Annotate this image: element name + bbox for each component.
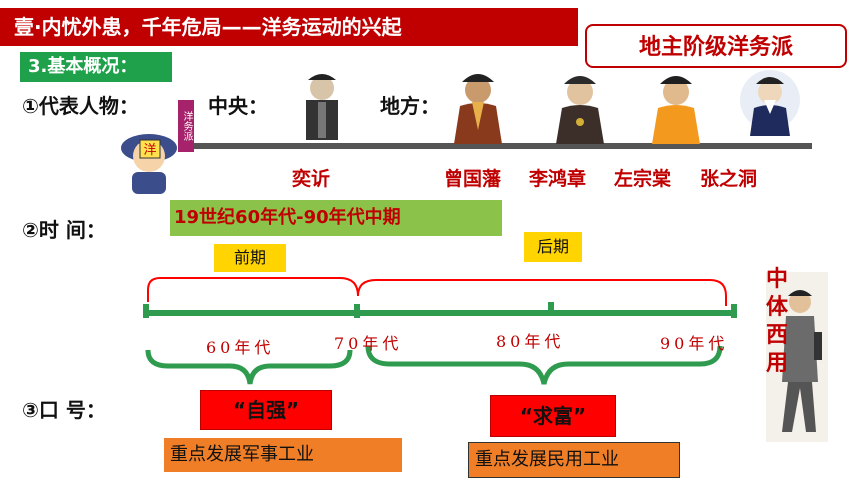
late-period-tag: 后期 <box>524 232 582 262</box>
decade-80: 80年代 <box>496 332 565 351</box>
timeline-axis <box>145 310 737 316</box>
page-title: 壹·内忧外患，千年危局——洋务运动的兴起 <box>14 15 402 39</box>
central-label: 中央： <box>208 94 268 118</box>
name-zhang: 张之洞 <box>700 168 758 190</box>
category-badge: 地主阶级洋务派 <box>585 24 847 68</box>
yangwu-tag: 洋务派 <box>178 100 194 152</box>
side-phrase-char: 用 <box>765 351 788 376</box>
decade-70: 70年代 <box>334 334 403 353</box>
name-li: 李鸿章 <box>529 168 587 190</box>
decade-60: 60年代 <box>206 338 275 357</box>
qiufu-brace <box>365 345 723 385</box>
portrait-zeng-icon <box>454 74 502 144</box>
portrait-li-icon <box>556 76 604 144</box>
representatives-label: ①代表人物： <box>22 94 139 118</box>
section-title: 3.基本概况： <box>20 52 172 82</box>
slogan-qiufu: “求富” <box>490 395 616 437</box>
focus-civil: 重点发展民用工业 <box>468 442 680 478</box>
slogan-ziqiang: “自强” <box>200 390 332 430</box>
portrait-zhang-icon <box>740 70 800 136</box>
portrait-rail <box>190 143 812 149</box>
side-phrase-char: 中 <box>765 267 788 292</box>
name-zuo: 左宗棠 <box>614 168 672 190</box>
late-bracket <box>357 279 727 306</box>
period-box: 19世纪60年代-90年代中期 <box>170 200 502 236</box>
side-phrase-char: 体 <box>765 295 788 320</box>
zqiang-brace <box>145 349 353 385</box>
portrait-yixin-icon <box>306 74 338 140</box>
portrait-zuo-icon <box>652 76 700 144</box>
side-phrase: 中 体 西 用 <box>764 266 790 378</box>
local-label: 地方： <box>380 94 440 118</box>
early-period-tag: 前期 <box>214 244 286 272</box>
side-cartoon-icon <box>766 272 828 442</box>
early-bracket <box>147 277 359 302</box>
name-yixin: 奕䜣 <box>292 168 331 190</box>
name-zeng: 曾国藩 <box>444 168 502 190</box>
cartoon-char: 洋 <box>143 143 156 158</box>
page-title-banner: 壹·内忧外患，千年危局——洋务运动的兴起 <box>0 8 578 46</box>
decade-90: 90年代 <box>660 334 729 353</box>
focus-military: 重点发展军事工业 <box>164 438 402 472</box>
side-phrase-char: 西 <box>765 323 788 348</box>
cartoon-official-icon: 洋 <box>121 134 177 194</box>
slogan-label: ③口 号： <box>22 398 106 422</box>
time-label: ②时 间： <box>22 218 106 242</box>
